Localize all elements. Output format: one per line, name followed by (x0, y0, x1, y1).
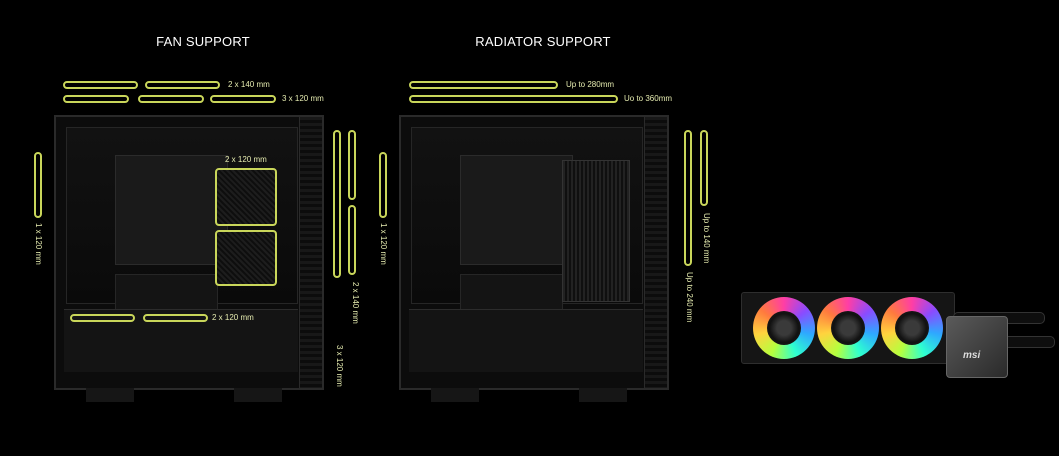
front-fan-slot (333, 130, 341, 278)
rgb-fan (881, 297, 943, 359)
pump-block: msi (946, 316, 1008, 378)
front-panel (644, 117, 667, 388)
rear-fan-slot (34, 152, 42, 218)
radiator-support-title: RADIATOR SUPPORT (475, 34, 611, 49)
rear-fan-label: 1 x 120 mm (34, 223, 43, 265)
top-radiator-slot (409, 81, 558, 89)
psu-shroud (64, 309, 298, 372)
aio-radiator (741, 292, 955, 364)
psu-shroud (409, 309, 643, 372)
interior-fan-label: 2 x 120 mm (225, 155, 267, 164)
front-radiator-label-140: Up to 140 mm (702, 213, 711, 264)
front-fan-slot (348, 130, 356, 200)
top-radiator-label-360: Uo to 360mm (624, 94, 673, 103)
bottom-fan-label: 2 x 120 mm (212, 313, 254, 322)
rear-radiator-label: 1 x 120 mm (379, 223, 388, 265)
case-illustration (399, 115, 669, 402)
msi-logo: msi (963, 350, 981, 361)
front-radiator-label-240: Up to 240 mm (685, 272, 694, 323)
interior-fan-slot (215, 168, 277, 226)
interior-fan-slot (215, 230, 277, 286)
top-radiator-label-280: Up to 280mm (566, 80, 615, 89)
top-fan-slot (210, 95, 276, 103)
front-panel (299, 117, 322, 388)
top-fan-label-120: 3 x 120 mm (282, 94, 324, 103)
top-fan-slot (138, 95, 204, 103)
case-foot (431, 388, 479, 402)
case-foot (579, 388, 627, 402)
case-illustration (54, 115, 324, 402)
bottom-fan-slot (143, 314, 208, 322)
front-fan-label-120: 3 x 120 mm (335, 345, 344, 387)
top-fan-slot (63, 95, 129, 103)
front-fan-slot (348, 205, 356, 275)
front-fan-label-140: 2 x 140 mm (351, 282, 360, 324)
front-radiator-slot (700, 130, 708, 206)
top-radiator-slot (409, 95, 618, 103)
fan-support-title: FAN SUPPORT (156, 34, 250, 49)
motherboard-tray (459, 154, 574, 266)
front-radiator-slot (684, 130, 692, 266)
rear-radiator-slot (379, 152, 387, 218)
top-fan-label-140: 2 x 140 mm (228, 80, 270, 89)
motherboard-tray (114, 154, 229, 266)
rgb-fan (753, 297, 815, 359)
top-fan-slot (145, 81, 220, 89)
top-fan-slot (63, 81, 138, 89)
case-foot (86, 388, 134, 402)
bottom-fan-slot (70, 314, 135, 322)
rgb-fan (817, 297, 879, 359)
radiator-mesh (562, 160, 630, 302)
case-foot (234, 388, 282, 402)
